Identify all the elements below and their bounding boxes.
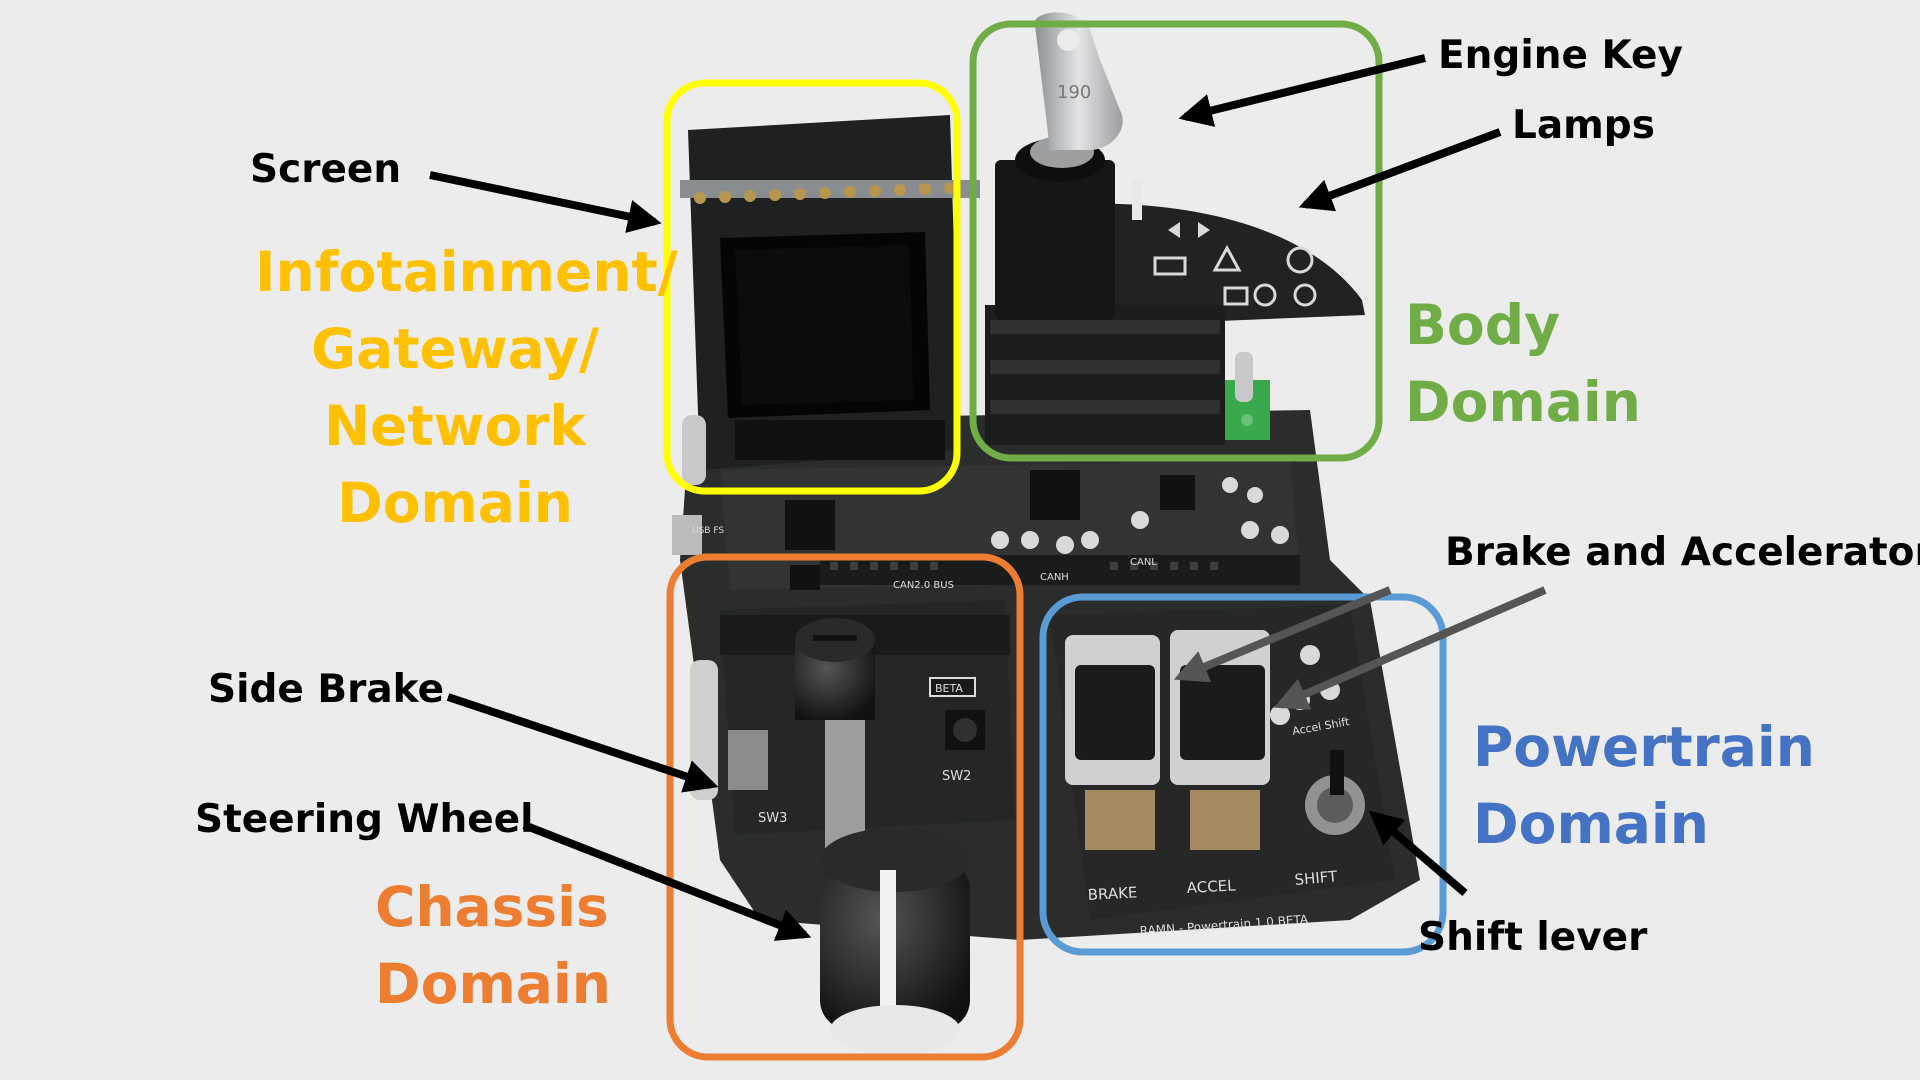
powertrain-title-line-2: Domain xyxy=(1473,792,1709,856)
chassis-domain-box xyxy=(666,553,1024,1061)
steering-wheel-arrow xyxy=(522,821,812,941)
can-bus-silk: CAN2.0 BUS xyxy=(893,580,954,591)
chassis-module: SW3 SW2 BETA xyxy=(690,600,1015,1055)
shift-lever-arrow xyxy=(1368,810,1468,897)
chassis-title-line-1: Chassis xyxy=(375,875,609,939)
engine-key-icon: 190 xyxy=(1034,12,1123,150)
body-title-line-1: Body xyxy=(1405,293,1560,357)
body-domain-title: Body Domain xyxy=(1405,298,1641,452)
shift-lever-knob xyxy=(1305,750,1365,835)
lamps-arrow xyxy=(1298,128,1502,212)
canh-silk: CANH xyxy=(1040,572,1069,583)
infotainment-title-line-1: Infotainment/ xyxy=(255,240,678,304)
screen-module xyxy=(680,115,980,485)
infotainment-domain-box xyxy=(663,79,961,495)
brake-and-accelerator-label: Brake and Accelerator xyxy=(1445,530,1920,575)
accel-silk: ACCEL xyxy=(1186,876,1236,897)
brake-silk: BRAKE xyxy=(1087,883,1138,904)
accelerator-arrow xyxy=(1273,586,1547,710)
infotainment-title-line-2: Gateway/ xyxy=(310,317,600,381)
key-switch-body xyxy=(995,160,1115,320)
shift-silk: SHIFT xyxy=(1294,867,1339,889)
powertrain-title-line-1: Powertrain xyxy=(1473,715,1815,779)
infotainment-domain-title: Infotainment/ Gateway/ Network Domain xyxy=(255,240,678,553)
side-brake-label: Side Brake xyxy=(208,667,445,712)
screen-label: Screen xyxy=(250,147,402,192)
steering-wheel-label: Steering Wheel xyxy=(195,797,534,842)
brake-arrow xyxy=(1173,586,1392,683)
screen-arrow xyxy=(429,171,662,233)
side-brake-switch xyxy=(728,730,768,790)
steering-wheel-knob xyxy=(820,828,970,1055)
powertrain-domain-title: Powertrain Domain xyxy=(1473,720,1815,874)
body-domain-box xyxy=(969,20,1383,462)
side-brake-arrow xyxy=(446,693,719,793)
powertrain-domain-box xyxy=(1039,593,1447,956)
sw2-silk: SW2 xyxy=(942,769,971,784)
infotainment-title-line-4: Domain xyxy=(337,471,573,535)
sw3-silk: SW3 xyxy=(758,811,787,826)
chassis-domain-title: Chassis Domain xyxy=(375,880,611,1034)
lamps-label: Lamps xyxy=(1512,103,1655,148)
key-number: 190 xyxy=(1057,82,1091,103)
body-title-line-2: Domain xyxy=(1405,370,1641,434)
body-module: 190 xyxy=(985,12,1365,445)
infotainment-title-line-3: Network xyxy=(324,394,586,458)
canl-silk: CANL xyxy=(1130,557,1157,568)
engine-key-arrow xyxy=(1178,54,1426,127)
engine-key-label: Engine Key xyxy=(1438,33,1683,78)
chassis-title-line-2: Domain xyxy=(375,952,611,1016)
screen-standoff xyxy=(682,415,706,485)
usb-silk: USB FS xyxy=(692,526,724,536)
beta-silk: BETA xyxy=(935,682,963,695)
lamp-icons xyxy=(1153,222,1317,307)
shift-lever-label: Shift lever xyxy=(1418,915,1648,960)
